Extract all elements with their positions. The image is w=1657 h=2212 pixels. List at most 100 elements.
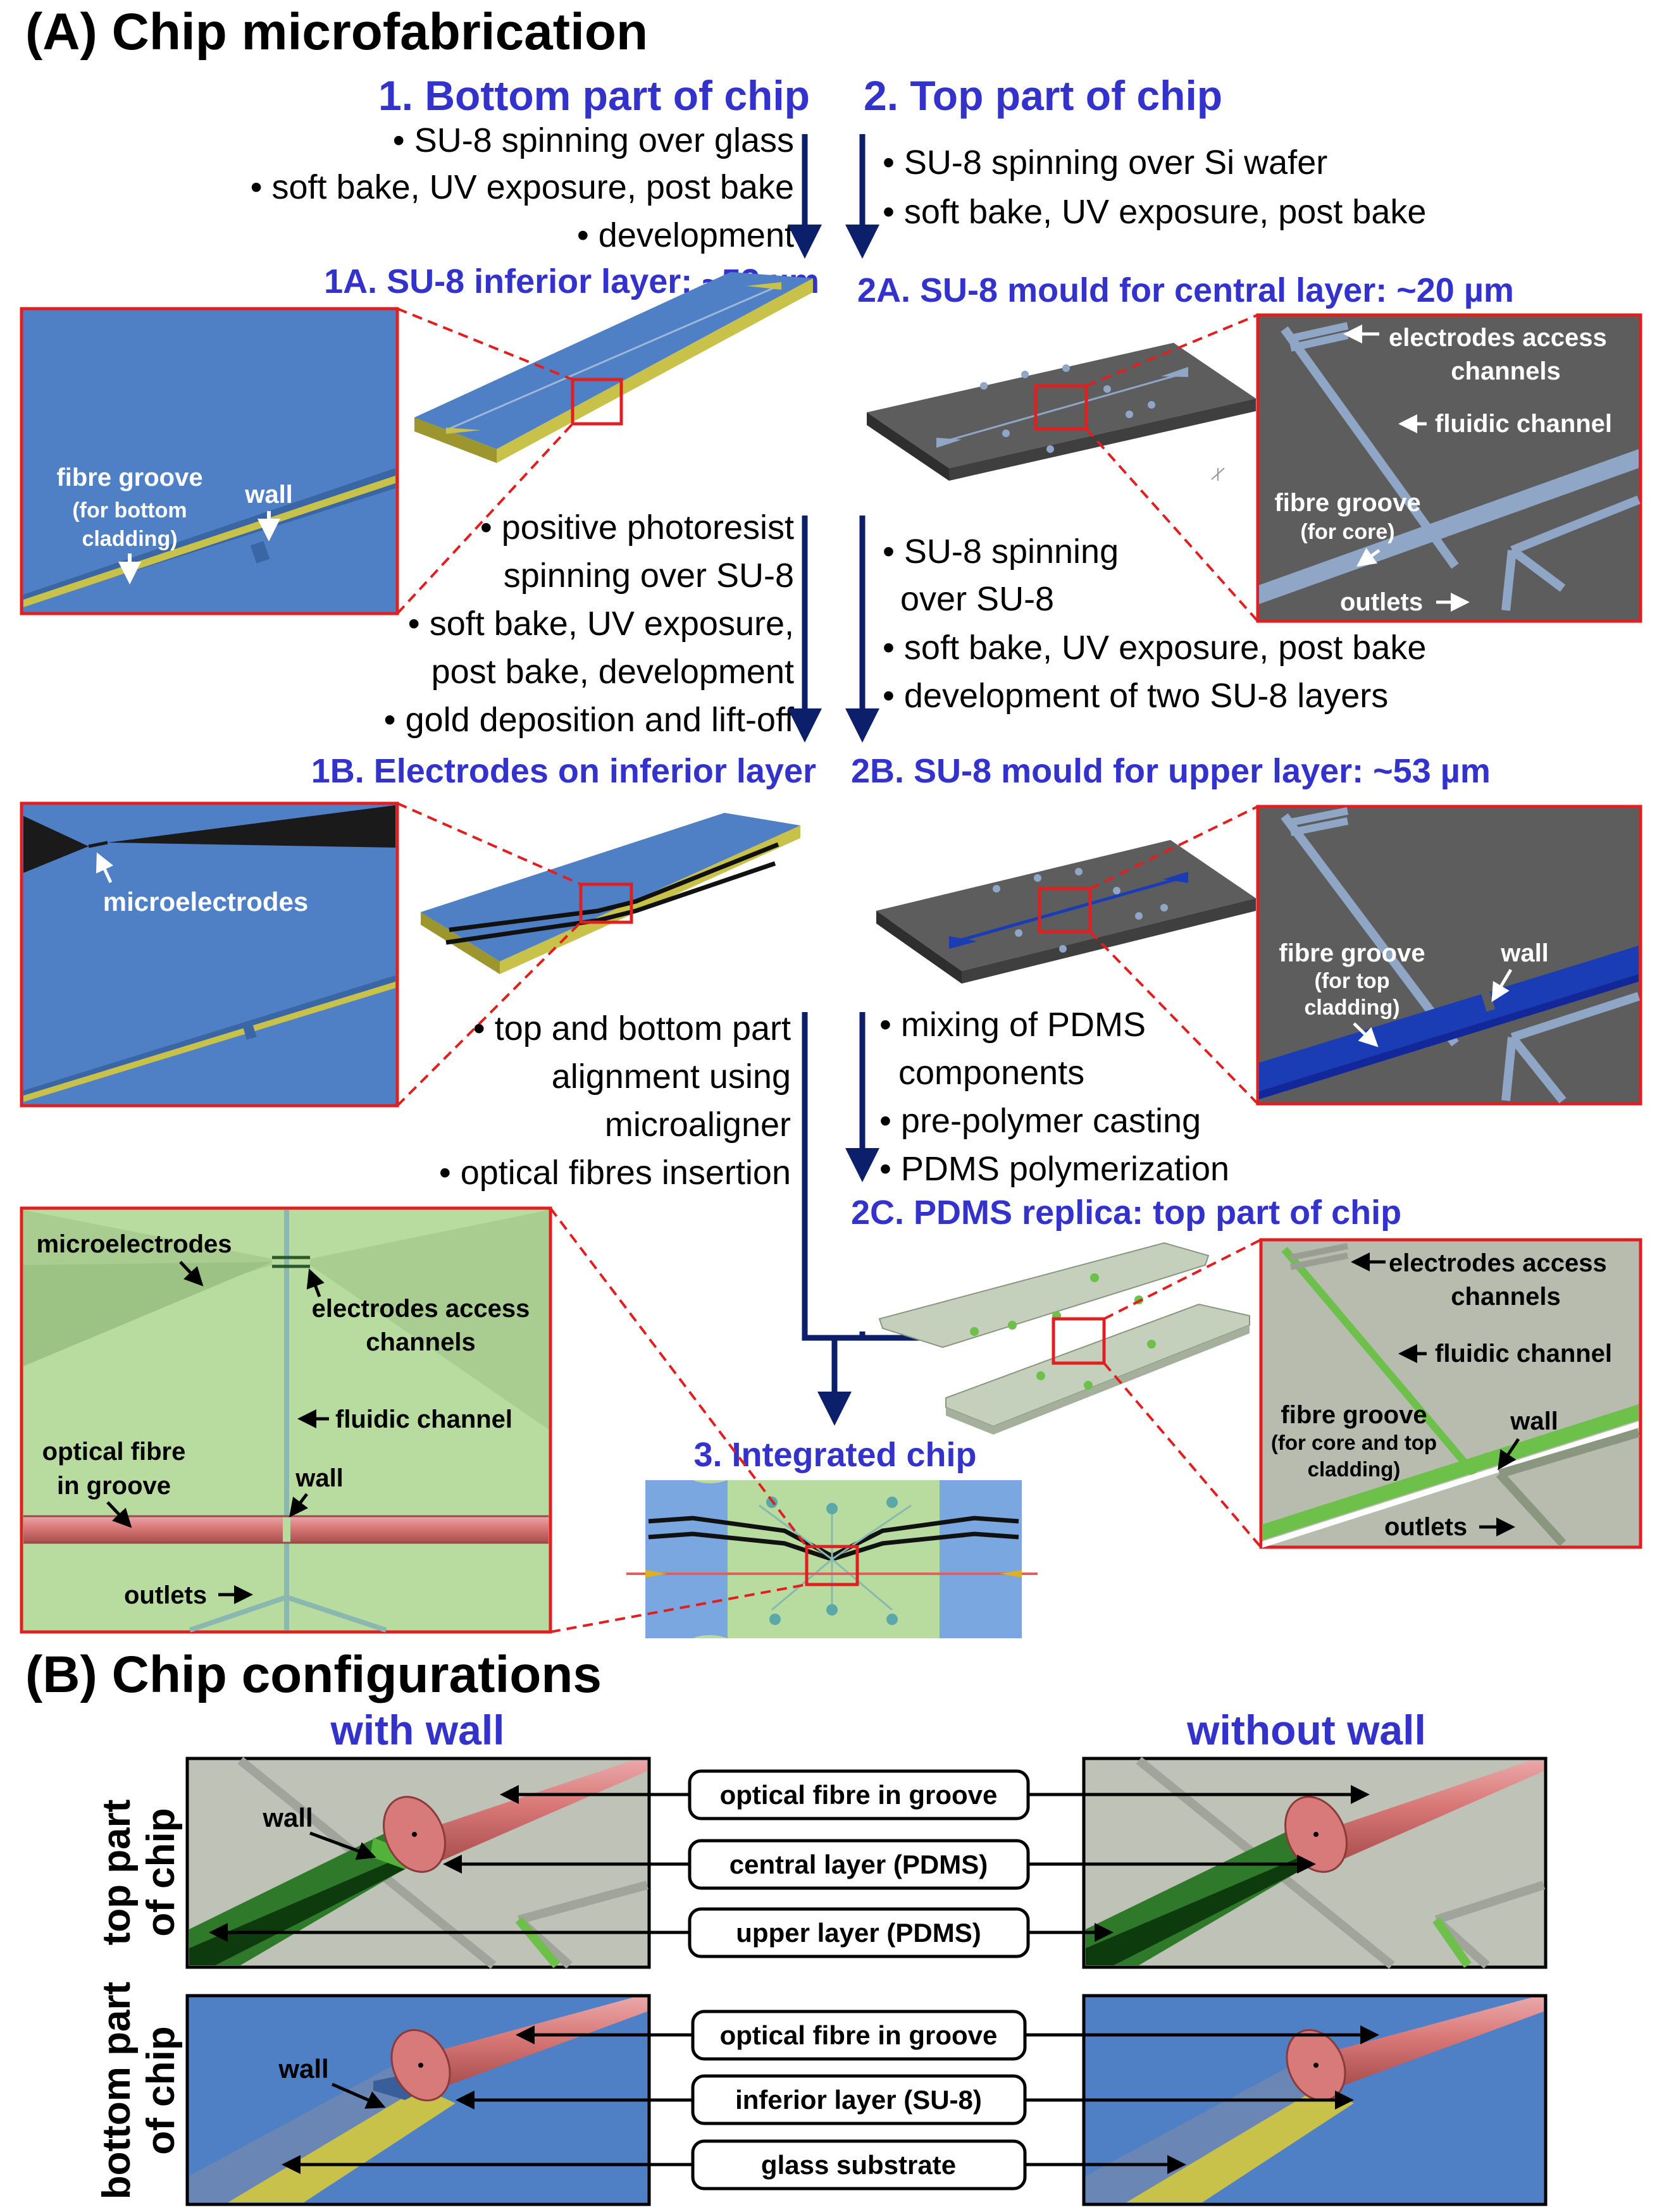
stage-2B-title: 2B. SU-8 mould for upper layer: ~53 µm <box>851 752 1491 790</box>
microelectrodes-label: microelectrodes <box>103 887 308 917</box>
legend-label: upper layer (PDMS) <box>736 1918 981 1948</box>
col1-title: 1. Bottom part of chip <box>378 72 810 119</box>
step-text: components <box>898 1054 1084 1092</box>
fibre-groove-note: (for core) <box>1300 520 1394 544</box>
steps-2-to-2A: • SU-8 spinning over Si wafer • soft bak… <box>883 144 1426 231</box>
fluidic-channel-label: fluidic channel <box>1435 1340 1612 1368</box>
zoom-connector <box>396 921 582 1107</box>
step-text: • positive photoresist <box>480 509 794 547</box>
chip-2B <box>876 840 1256 984</box>
fibre-groove-note: (for top <box>1315 969 1390 993</box>
zoom-connector <box>1103 1239 1262 1320</box>
fibre-groove-label: fibre groove <box>1274 489 1420 517</box>
zoom-marker <box>805 1545 859 1586</box>
step-text: • SU-8 spinning over Si wafer <box>883 144 1327 182</box>
chip-3 <box>626 1480 1038 1638</box>
fibre-label: in groove <box>57 1472 171 1500</box>
step-text: • pre-polymer casting <box>879 1102 1201 1140</box>
fluidic-channel-label: fluidic channel <box>1435 410 1612 438</box>
zoom-panel-1A: fibre groove (for bottom cladding) wall <box>20 307 399 615</box>
step-text: • development of two SU-8 layers <box>883 677 1388 715</box>
step-text: • SU-8 spinning <box>883 533 1119 571</box>
zoom-connector <box>1089 930 1259 1105</box>
bottom-legend-labels: optical fibre in groove inferior layer (… <box>282 2010 1379 2190</box>
fibre-groove-note: cladding) <box>82 527 177 551</box>
step-text: • soft bake, UV exposure, post bake <box>251 168 794 206</box>
wall-label: wall <box>278 2054 328 2084</box>
fluidic-channel-label: fluidic channel <box>335 1406 512 1433</box>
wall-label: wall <box>1510 1407 1558 1435</box>
fibre-groove-note: cladding) <box>1308 1457 1401 1481</box>
steps-to-3: • top and bottom part alignment using mi… <box>439 1010 791 1192</box>
electrodes-access-label: electrodes access <box>1389 324 1607 352</box>
chip-1A <box>414 272 813 463</box>
legend-label: optical fibre in groove <box>720 2020 998 2050</box>
zoom-panel-1B: microelectrodes <box>20 801 399 1108</box>
stage-3-title: 3. Integrated chip <box>693 1436 976 1474</box>
fibre-groove-label: fibre groove <box>1281 1401 1427 1429</box>
zoom-panel-3: microelectrodes electrodes access channe… <box>20 1206 552 1634</box>
step-text: • soft bake, UV exposure, post bake <box>883 629 1426 667</box>
step-text: • development <box>577 216 794 254</box>
step-text: microaligner <box>605 1106 791 1144</box>
without-wall-title: without wall <box>1186 1707 1426 1753</box>
outlets-label: outlets <box>124 1581 207 1609</box>
part-a-heading: (A) Chip microfabrication <box>25 3 648 61</box>
zoom-panel-2A: electrodes access channels fluidic chann… <box>1256 313 1642 623</box>
zoom-connector <box>1086 314 1258 387</box>
zoom-connector <box>1089 805 1258 890</box>
microelectrodes-label: microelectrodes <box>36 1230 232 1258</box>
step-text: • PDMS polymerization <box>879 1150 1229 1188</box>
zoom-panel-2B: fibre groove (for top cladding) wall <box>1256 805 1642 1106</box>
zoom-panel-2C: electrodes access channels fluidic chann… <box>1259 1238 1642 1549</box>
row-label-top: top part <box>95 1800 139 1946</box>
step-text: • gold deposition and lift-off <box>384 701 795 739</box>
col2-title: 2. Top part of chip <box>864 72 1222 119</box>
electrodes-access-label: electrodes access <box>1389 1249 1607 1277</box>
row-label-bottom: bottom part <box>95 1982 139 2199</box>
fibre-groove-note: cladding) <box>1304 996 1399 1020</box>
zoom-marker <box>1052 1317 1106 1365</box>
step-text: • optical fibres insertion <box>439 1154 791 1192</box>
step-text: • SU-8 spinning over glass <box>393 121 794 159</box>
fibre-groove-note: (for bottom <box>72 498 187 522</box>
zoom-connector <box>550 1583 807 1633</box>
steps-2B-to-2C: • mixing of PDMS components • pre-polyme… <box>879 1006 1229 1188</box>
zoom-marker <box>571 378 623 426</box>
step-text: post bake, development <box>431 653 794 691</box>
wall-label: wall <box>1500 939 1549 967</box>
zoom-connector <box>1103 1362 1262 1548</box>
legend-label: optical fibre in groove <box>720 1780 998 1810</box>
chip-2C <box>878 1242 1250 1435</box>
zoom-connector <box>1085 428 1259 622</box>
stage-1B-title: 1B. Electrodes on inferior layer <box>311 752 816 790</box>
electrodes-access-label: channels <box>366 1328 475 1356</box>
fibre-groove-label: fibre groove <box>56 464 202 491</box>
electrodes-access-label: channels <box>1451 1283 1560 1311</box>
step-text: • top and bottom part <box>473 1010 791 1047</box>
row-label-top: of chip <box>139 1808 183 1936</box>
step-text: alignment using <box>552 1058 791 1096</box>
part-b-heading: (B) Chip configurations <box>25 1646 602 1703</box>
legend-label: central layer (PDMS) <box>729 1850 988 1879</box>
step-text: • soft bake, UV exposure, post bake <box>883 193 1426 231</box>
zoom-connector <box>397 802 581 886</box>
zoom-connector <box>549 1207 808 1548</box>
step-text: • soft bake, UV exposure, <box>408 605 794 643</box>
step-text: • mixing of PDMS <box>879 1006 1146 1044</box>
electrodes-access-label: channels <box>1451 357 1560 385</box>
zoom-marker <box>1038 887 1092 934</box>
legend-label: glass substrate <box>761 2150 956 2180</box>
outlets-label: outlets <box>1340 588 1423 616</box>
zoom-connector <box>397 307 573 381</box>
wall-label: wall <box>244 481 293 509</box>
wall-label: wall <box>262 1803 313 1832</box>
row-label-bottom: of chip <box>139 2026 183 2154</box>
step-text: spinning over SU-8 <box>504 557 794 595</box>
chip-2A <box>867 343 1256 481</box>
zoom-marker <box>579 882 633 924</box>
fibre-groove-note: (for core and top <box>1271 1431 1437 1454</box>
top-legend-labels: optical fibre in groove central layer (P… <box>209 1769 1370 1958</box>
chip-1B <box>421 813 800 974</box>
wall-label: wall <box>295 1464 344 1492</box>
